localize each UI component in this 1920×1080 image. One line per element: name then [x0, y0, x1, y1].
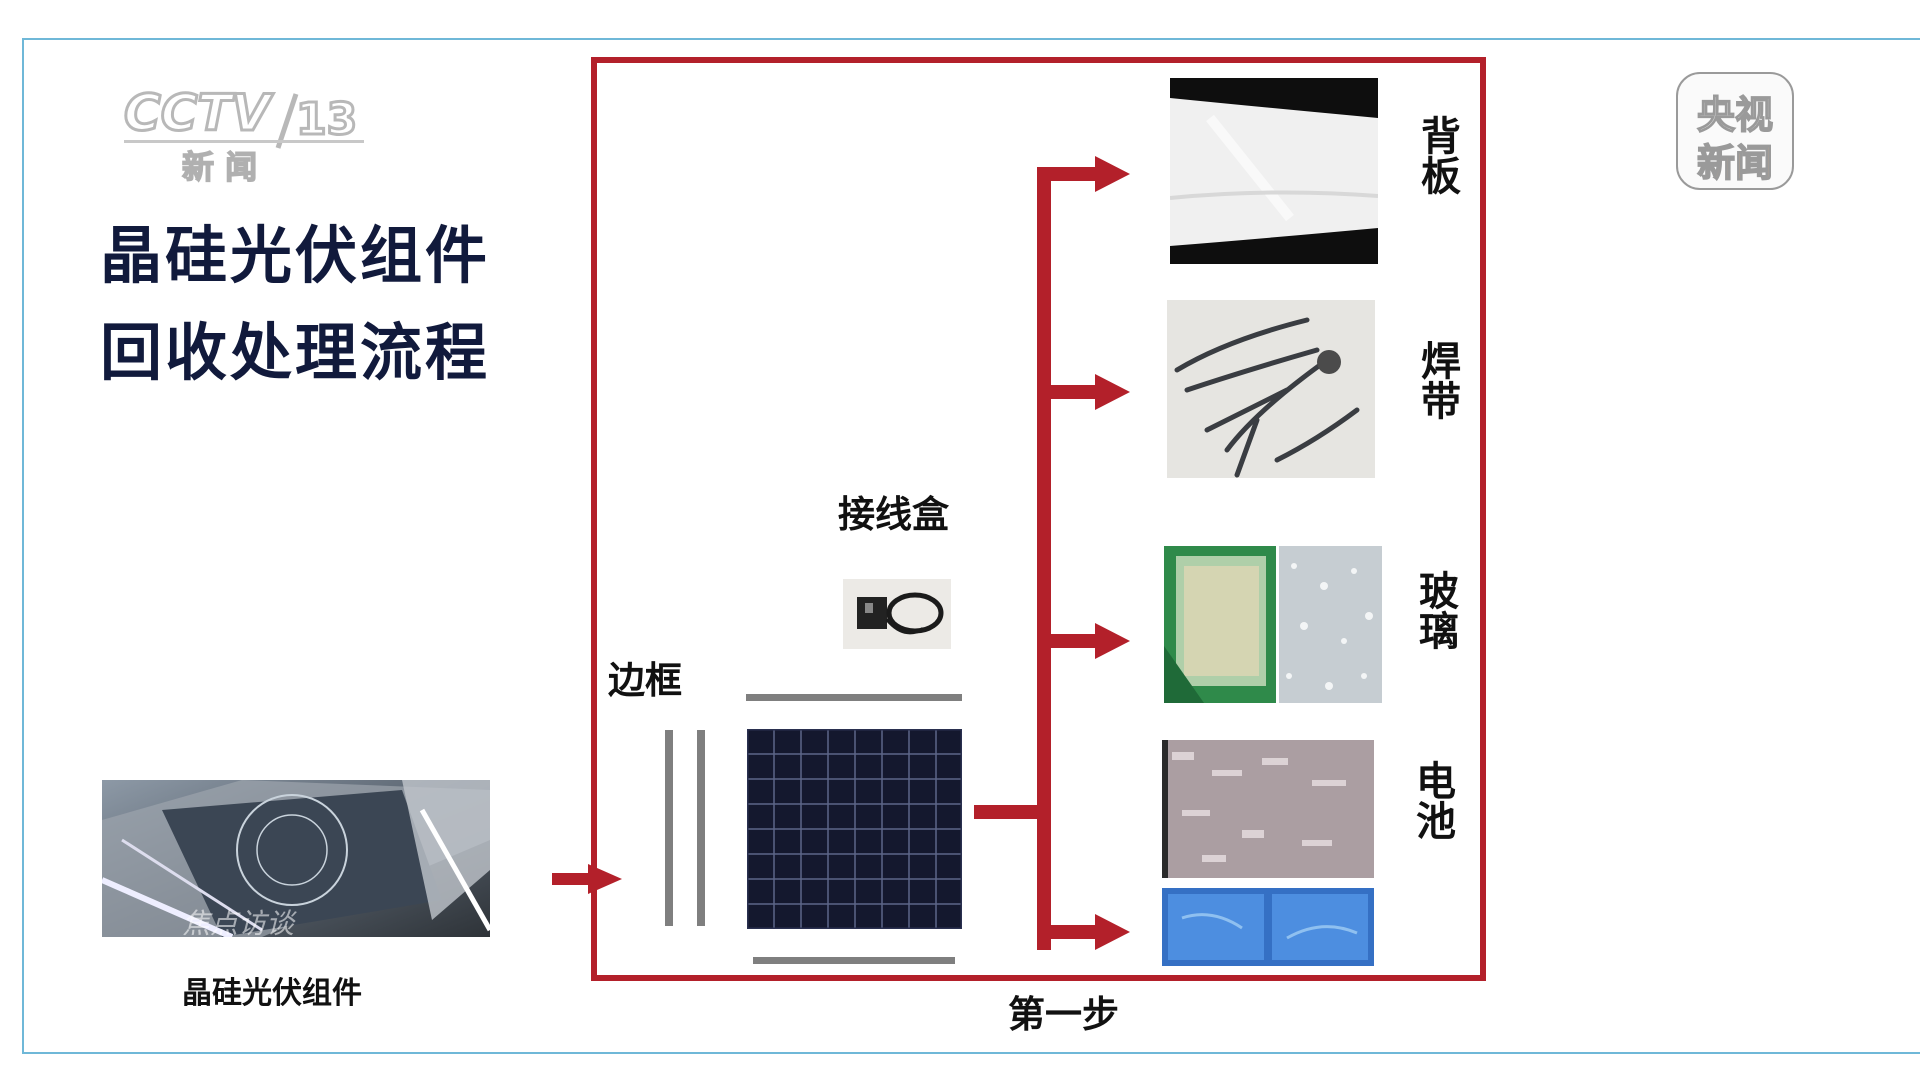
photo-overlay-text: 焦点访谈 [182, 907, 295, 937]
cell-fragments-photo [1162, 740, 1374, 878]
cell-wafer-photo [1162, 888, 1374, 966]
frame-bar-left-2 [697, 730, 705, 926]
output-label-backsheet: 背板 [1414, 115, 1460, 195]
frame-label: 边框 [608, 659, 682, 702]
frame-bar-left-1 [665, 730, 673, 926]
channel-number: 13 [296, 94, 357, 145]
page-title-line-1: 晶硅光伏组件 [100, 219, 491, 292]
branch-arrows [970, 150, 1140, 954]
watermark-line-2: 新闻 [1696, 140, 1774, 186]
frame-bar-bottom [753, 957, 955, 964]
cctv-news-watermark: 央视 新闻 [1676, 72, 1794, 190]
processing-box [591, 57, 1486, 981]
junction-box-photo [843, 579, 951, 649]
channel-name: 新 闻 [182, 148, 257, 186]
ribbon-photo [1167, 300, 1375, 478]
step-label: 第一步 [1008, 993, 1119, 1036]
backsheet-photo [1170, 78, 1378, 264]
frame-bar-top [746, 694, 962, 701]
cctv-wordmark: CCTV [124, 84, 273, 142]
pv-module-photo: 焦点访谈 [102, 780, 490, 937]
output-label-glass: 玻璃 [1412, 570, 1458, 650]
solar-panel-laminate [745, 727, 964, 931]
source-caption: 晶硅光伏组件 [182, 976, 362, 1011]
page-title-line-2: 回收处理流程 [100, 316, 491, 389]
output-label-ribbon: 焊带 [1414, 340, 1460, 420]
junction-box-label: 接线盒 [838, 493, 949, 536]
slide-frame [22, 38, 1920, 1054]
watermark-line-1: 央视 [1696, 92, 1774, 138]
output-label-cells: 电池 [1409, 760, 1455, 840]
cctv13-logo: CCTV 13 新 闻 [118, 78, 378, 188]
glass-photo [1164, 546, 1382, 703]
